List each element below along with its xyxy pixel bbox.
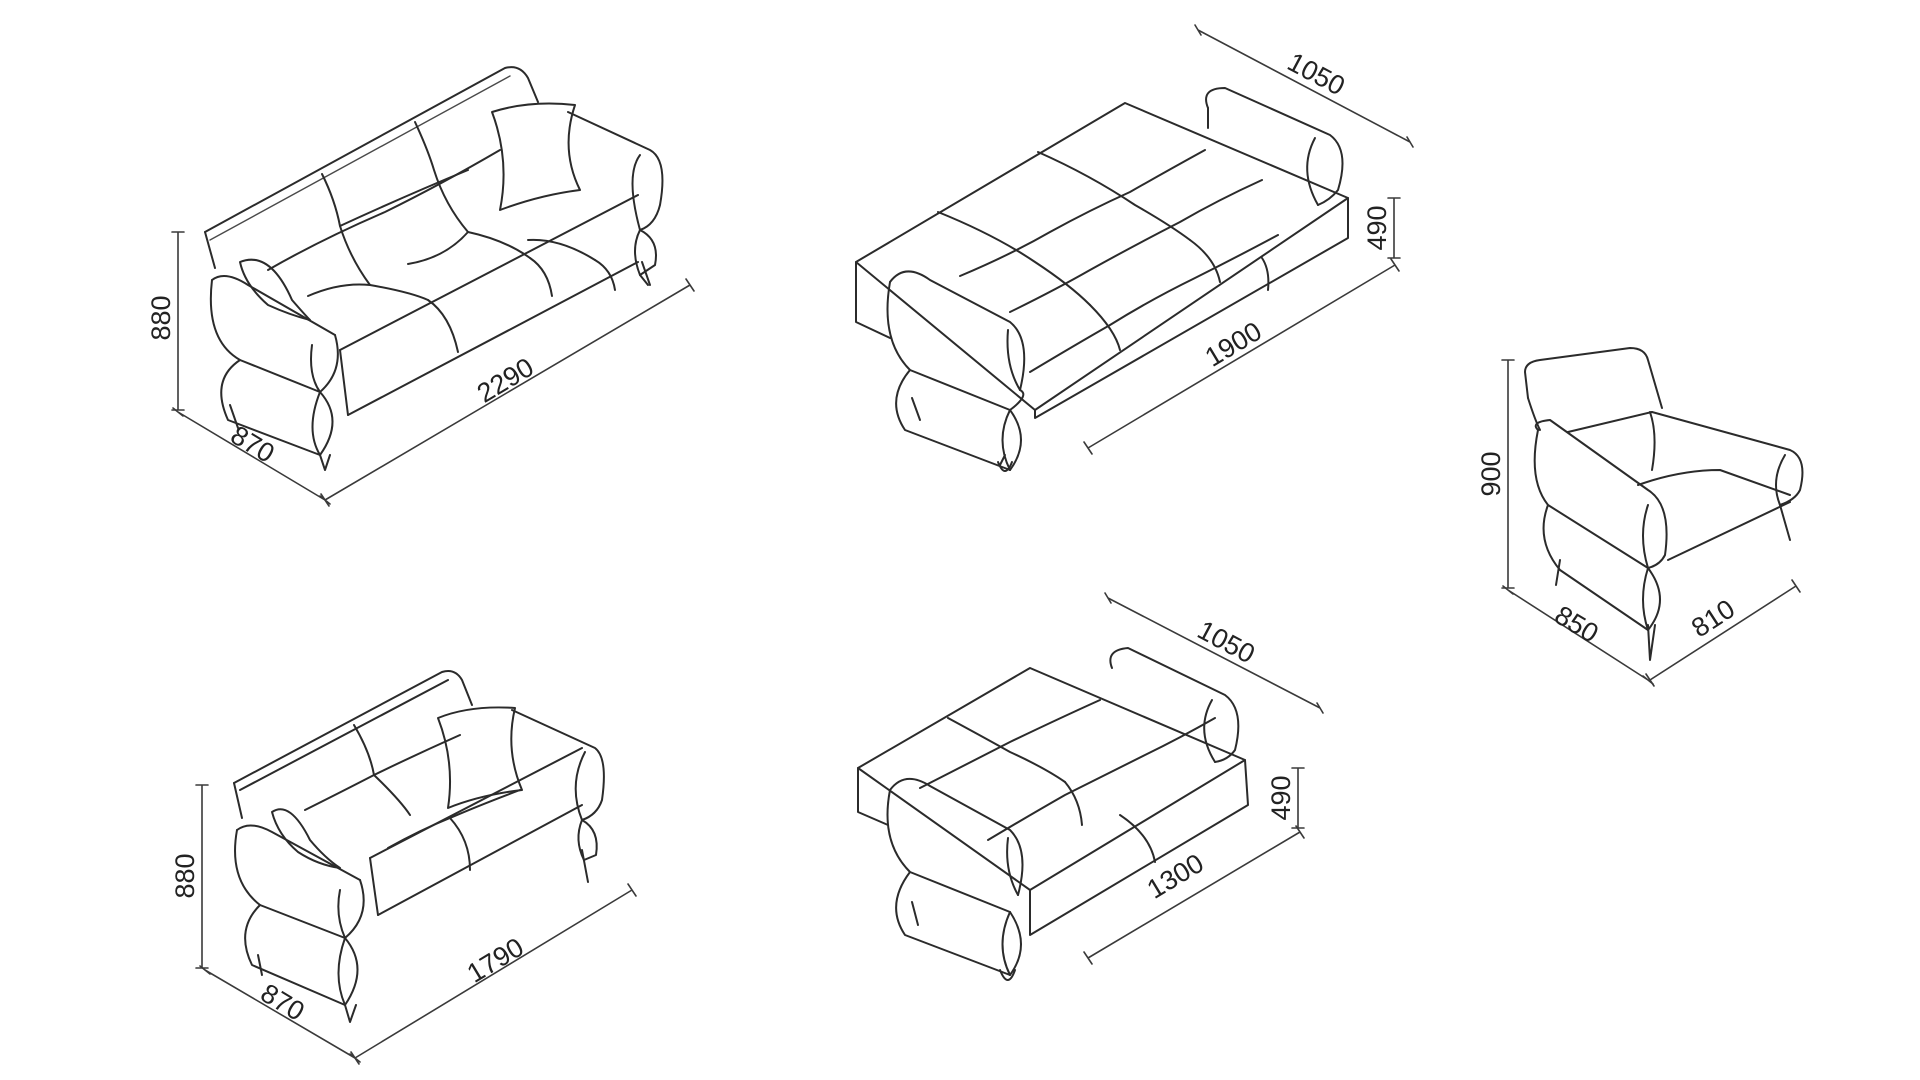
sofa-2-seat-drawing	[233, 670, 605, 1023]
armchair: 900 850 810	[1476, 347, 1804, 687]
armchair-drawing	[1524, 347, 1804, 661]
sofa-3-seat-bed-dimensions: 1050 490 1900	[1083, 24, 1414, 455]
depth-label: 850	[1550, 600, 1604, 649]
sofa-3-seat-bed-drawing	[855, 87, 1349, 472]
bed-length-label: 1900	[1200, 316, 1267, 373]
height-dimension-line	[1501, 359, 1515, 589]
sofa-2-seat-bed: 1050 490 1300	[857, 592, 1324, 981]
width-dimension-line	[1645, 579, 1801, 687]
bed-length-label: 1300	[1142, 848, 1209, 905]
depth-label: 870	[256, 978, 310, 1027]
seat-height-label: 490	[1266, 775, 1296, 820]
height-label: 900	[1476, 451, 1506, 496]
bed-depth-dimension-line	[1104, 592, 1324, 714]
sofa-3-seat: 880 870 2290	[146, 66, 695, 507]
sofa-3-seat-bed: 1050 490 1900	[855, 24, 1414, 472]
width-label: 810	[1686, 594, 1740, 644]
bed-length-dimension-line	[1083, 258, 1400, 455]
sofa-2-seat-dimensions: 880 870 1790	[170, 784, 637, 1065]
width-label: 2290	[472, 352, 539, 409]
height-dimension-line	[171, 231, 185, 411]
sofa-2-seat-bed-drawing	[857, 647, 1249, 981]
bed-depth-label: 1050	[1193, 615, 1260, 670]
seat-height-label: 490	[1362, 205, 1392, 250]
bed-depth-dimension-line	[1194, 24, 1414, 148]
width-dimension-line	[350, 883, 637, 1065]
sofa-2-seat: 880 870 1790	[170, 670, 637, 1065]
seat-height-dimension-line	[1387, 197, 1401, 259]
width-label: 1790	[462, 932, 529, 989]
depth-label: 870	[226, 420, 280, 469]
armchair-dimensions: 900 850 810	[1476, 359, 1801, 687]
sofa-3-seat-drawing	[204, 66, 664, 471]
width-dimension-line	[320, 278, 695, 507]
sofa-3-seat-dimensions: 880 870 2290	[146, 231, 695, 507]
height-label: 880	[146, 295, 176, 340]
height-label: 880	[170, 853, 200, 898]
bed-length-dimension-line	[1083, 825, 1305, 965]
